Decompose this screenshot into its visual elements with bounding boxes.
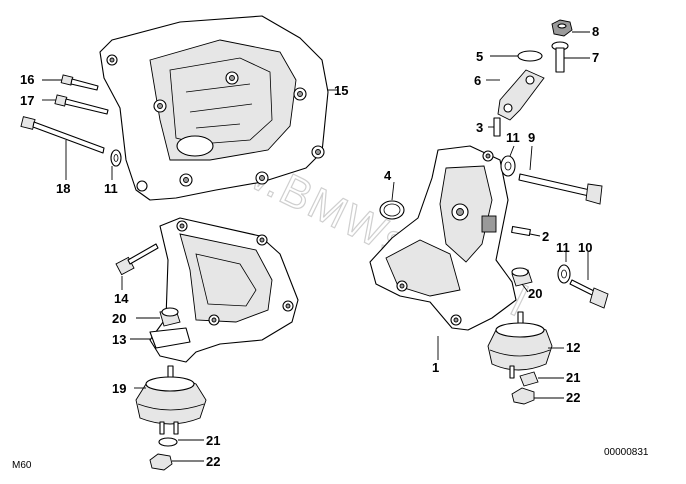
stud-3-part	[493, 117, 501, 137]
engine-mount-12-part	[487, 311, 553, 379]
callout-20-left: 20	[112, 311, 126, 326]
nut-22-right-part	[511, 387, 535, 405]
nut-8-part	[551, 19, 573, 37]
callout-21-right: 21	[566, 370, 580, 385]
bolt-17-part	[54, 94, 109, 115]
engine-mount-19-part	[135, 365, 207, 435]
ring-4-part	[379, 200, 405, 220]
callout-15: 15	[334, 83, 348, 98]
callout-14: 14	[114, 291, 129, 306]
bolt-14-part	[115, 243, 159, 276]
callout-17: 17	[20, 93, 34, 108]
callout-labels: 16 17 18 11 15 14 20 13 19 21 22 4 1 5 6…	[20, 24, 599, 469]
callout-22-left: 22	[206, 454, 220, 469]
nut-22-left-part	[149, 453, 173, 471]
callout-13: 13	[112, 332, 126, 347]
callout-7: 7	[592, 50, 599, 65]
washer-11-left-part	[110, 149, 122, 167]
callout-18: 18	[56, 181, 70, 196]
bolt-10-part	[569, 279, 609, 309]
callout-4: 4	[384, 168, 392, 183]
model-code-label: M60	[12, 460, 32, 471]
right-bracket-part	[369, 145, 517, 331]
callout-16: 16	[20, 72, 34, 87]
callout-8: 8	[592, 24, 599, 39]
bolt-18-part	[20, 116, 105, 154]
bolt-7-part	[551, 41, 569, 73]
callout-11-right: 11	[556, 240, 570, 255]
diagram-number-label: 00000831	[604, 447, 649, 458]
nut-20-left-part	[159, 307, 181, 327]
washer-11-mid-part	[500, 155, 516, 177]
callout-10: 10	[578, 240, 592, 255]
bolt-9-part	[518, 173, 603, 205]
callout-5: 5	[476, 49, 483, 64]
strap-6-part	[497, 69, 545, 121]
callout-11-mid: 11	[506, 130, 520, 145]
washer-21-left-part	[158, 437, 178, 447]
callout-9: 9	[528, 130, 535, 145]
callout-19: 19	[112, 381, 126, 396]
callout-6: 6	[474, 73, 481, 88]
stud-2-part	[511, 225, 531, 237]
callout-11-left: 11	[104, 181, 118, 196]
washer-5-part	[517, 50, 543, 62]
callout-20-right: 20	[528, 286, 542, 301]
callout-1: 1	[432, 360, 439, 375]
leader-lines	[42, 31, 590, 462]
callout-12: 12	[566, 340, 580, 355]
upper-bracket-part	[99, 15, 329, 201]
nut-20-right-part	[511, 267, 533, 287]
lower-bracket-part	[149, 217, 299, 363]
bolt-16-part	[60, 74, 99, 91]
callout-22-right: 22	[566, 390, 580, 405]
washer-21-right-part	[519, 371, 539, 387]
callout-3: 3	[476, 120, 483, 135]
callout-21-left: 21	[206, 433, 220, 448]
washer-11-right-part	[557, 264, 571, 284]
callout-2: 2	[542, 229, 549, 244]
